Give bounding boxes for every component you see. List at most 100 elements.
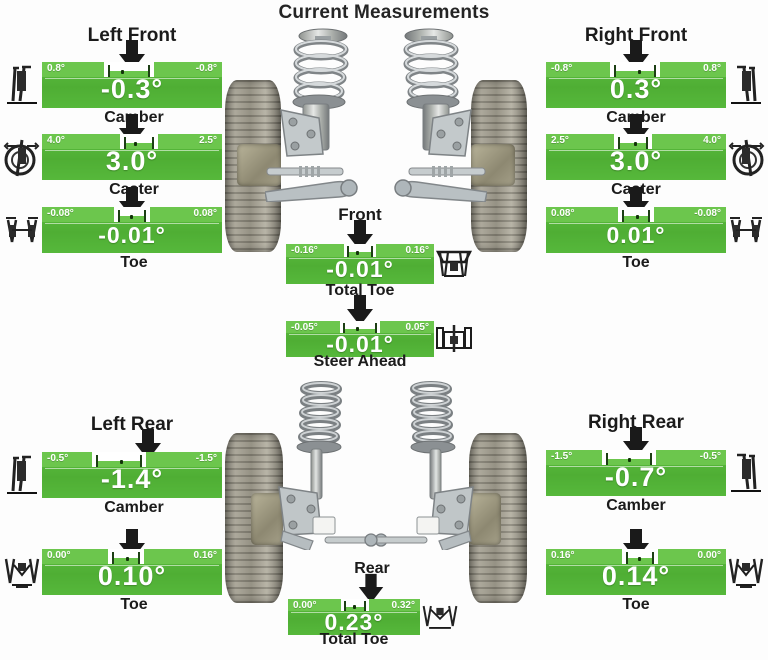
left-front-caster-gauge[interactable]: 4.0° 2.5° 3.0° Caster [2,134,222,198]
max-limit-label: -0.8° [195,63,217,74]
left-rear-camber-pointer [131,427,165,461]
left-front-caster-pointer [115,112,149,146]
max-limit-label: 0.16° [405,245,429,256]
toe-icon [726,207,766,253]
right-front-toe-bar: 0.08° -0.08° 0.01° [546,207,726,253]
right-rear-label: Right Rear [587,412,685,433]
bar-hairline [45,150,219,151]
tolerance-strip [546,450,726,465]
tolerance-tick-left [626,552,628,564]
steer-ahead-icon [434,316,474,362]
bar-hairline [549,466,723,467]
center-marker [356,251,359,255]
rear-suspension-illustration [225,375,527,603]
min-limit-label: -0.8° [551,63,573,74]
center-marker [353,605,356,609]
right-front-label: Right Front [584,25,688,46]
tolerance-tick-left [118,210,120,222]
measurement-value: 3.0° [609,146,663,176]
tolerance-notch [616,62,654,71]
tolerance-tick-left [618,137,620,149]
max-limit-label: 4.0° [703,135,721,146]
bar-hairline [45,565,219,566]
rear-total-toe-pointer [355,572,389,606]
min-limit-label: 0.00° [293,600,317,611]
tolerance-notch [624,207,648,216]
tolerance-tick-left [606,453,608,465]
center-marker [130,215,133,219]
rear-total-toe-bar: 0.00° 0.32° 0.23° [288,599,420,635]
max-limit-label: -0.5° [699,451,721,462]
bar-hairline [549,78,723,79]
tolerance-notch [110,62,148,71]
tolerance-tick-left [614,65,616,77]
max-limit-label: 0.32° [391,600,415,611]
center-marker [134,142,137,146]
measurement-value: 0.01° [606,222,666,248]
rear-label: Rear [354,560,390,577]
right-front-camber-pointer [619,38,653,72]
right-front-caster-gauge[interactable]: 2.5° 4.0° 3.0° Caster [546,134,766,198]
center-marker [356,327,359,331]
left-rear-toe-bar: 0.00° 0.16° 0.10° [42,549,222,595]
bar-hairline [289,334,431,335]
bar-hairline [45,223,219,224]
tolerance-tick-right [148,65,150,77]
right-rear-toe-gauge[interactable]: 0.16° 0.00° 0.14° Toe [546,549,766,613]
steer-ahead-gauge[interactable]: -0.05° 0.05° -0.01° Steer Ahead [286,316,474,370]
bar-hairline [549,565,723,566]
tolerance-strip [42,207,222,222]
left-rear-toe-caption: Toe [120,596,148,613]
tolerance-tick-left [347,246,349,257]
max-limit-label: 0.16° [193,550,217,561]
left-front-label: Left Front [87,25,177,46]
bar-hairline [289,258,431,259]
left-front-toe-caption: Toe [120,254,148,271]
right-rear-camber-pointer [619,425,653,459]
tolerance-tick-left [112,552,114,564]
tolerance-tick-right [375,323,377,333]
rear-total-toe-gauge[interactable]: 0.00° 0.32° 0.23° Total Toe [288,594,460,648]
tolerance-tick-right [648,210,650,222]
right-front-toe-gauge[interactable]: 0.08° -0.08° 0.01° Toe [546,207,766,271]
measurement-value: 0.14° [601,561,671,591]
measurement-value: -0.01° [98,222,166,248]
min-limit-label: 0.08° [551,208,575,219]
left-front-camber-pointer [115,38,149,72]
front-left-hub [237,144,281,186]
bar-hairline [549,223,723,224]
measurement-value: 3.0° [105,146,159,176]
min-limit-label: 0.16° [551,550,575,561]
front-label: Front [338,205,382,224]
left-rear-camber-gauge[interactable]: -0.5° -1.5° -1.4° Camber [2,452,222,516]
bar-hairline [549,150,723,151]
camber-icon [726,450,766,496]
right-rear-camber-gauge[interactable]: -1.5° -0.5° -0.7° Camber [546,450,766,514]
max-limit-label: 0.08° [193,208,217,219]
right-rear-camber-bar: -1.5° -0.5° -0.7° [546,450,726,496]
left-front-camber-gauge[interactable]: 0.8° -0.8° -0.3° Camber [2,62,222,126]
front-suspension-illustration [225,22,527,252]
left-rear-toe-gauge[interactable]: 0.00° 0.16° 0.10° Toe [2,549,222,613]
toe-icon [2,207,42,253]
tolerance-strip [42,134,222,149]
left-rear-camber-bar: -0.5° -1.5° -1.4° [42,452,222,498]
left-front-camber-bar: 0.8° -0.8° -0.3° [42,62,222,108]
left-front-toe-pointer [115,185,149,219]
max-limit-label: 0.05° [405,322,429,333]
left-rear-camber-caption: Camber [104,499,164,516]
tolerance-tick-left [622,210,624,222]
max-limit-label: -0.08° [694,208,721,219]
right-front-camber-gauge[interactable]: -0.8° 0.8° 0.3° Camber [546,62,766,126]
front-total-toe-gauge[interactable]: -0.16° 0.16° -0.01° Total Toe [286,241,474,299]
bar-hairline [45,468,219,469]
steer-ahead-bar: -0.05° 0.05° -0.01° [286,321,434,357]
steer-ahead-pointer [343,293,377,327]
tolerance-tick-right [654,65,656,77]
front-left-strut [265,22,385,202]
tolerance-notch [345,321,375,329]
front-total-toe-caption: Total Toe [325,282,395,299]
center-marker [638,557,641,561]
left-front-toe-gauge[interactable]: -0.08° 0.08° -0.01° Toe [2,207,222,271]
center-marker [121,70,124,74]
